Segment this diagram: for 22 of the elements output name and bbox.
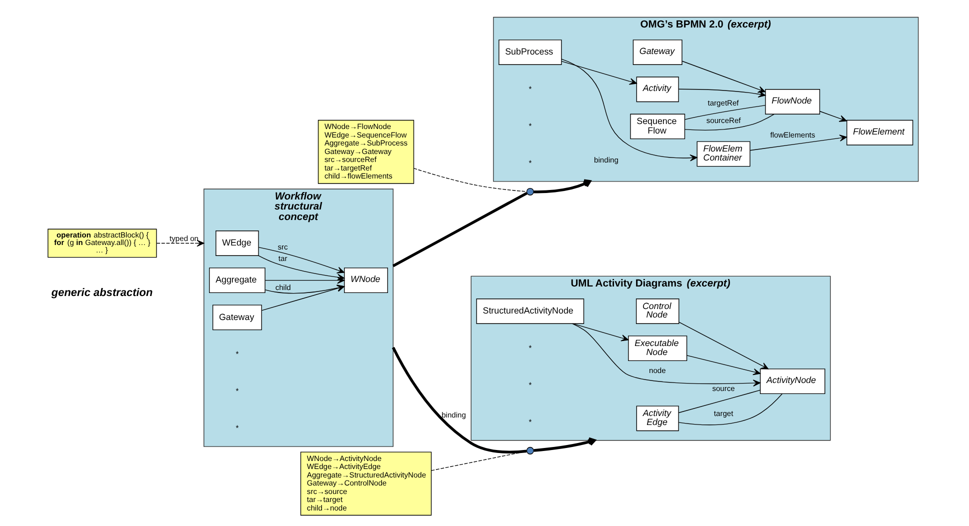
- label: *: [528, 342, 532, 352]
- node-label: generic abstraction: [51, 286, 153, 298]
- label: *: [236, 348, 239, 358]
- label: *: [528, 380, 532, 389]
- label: *: [528, 84, 532, 93]
- edge-label: src: [278, 242, 288, 251]
- edge-label: targetRef: [708, 98, 739, 108]
- edge-label: tar: [278, 253, 288, 262]
- edge-label: target: [714, 408, 734, 418]
- edge-label: binding: [594, 155, 618, 164]
- label: *: [528, 120, 532, 130]
- label: *: [236, 386, 239, 396]
- edge-label: flowElements: [770, 130, 816, 139]
- edge-label: binding: [442, 410, 466, 420]
- edge-label: typed on: [170, 234, 199, 243]
- edge-label: source: [712, 383, 735, 392]
- edge-label: sourceRef: [706, 115, 741, 124]
- edge-label: child: [275, 282, 291, 292]
- label: *: [528, 416, 532, 426]
- label: *: [528, 158, 532, 167]
- label: *: [236, 423, 239, 432]
- edge-label: node: [649, 365, 666, 374]
